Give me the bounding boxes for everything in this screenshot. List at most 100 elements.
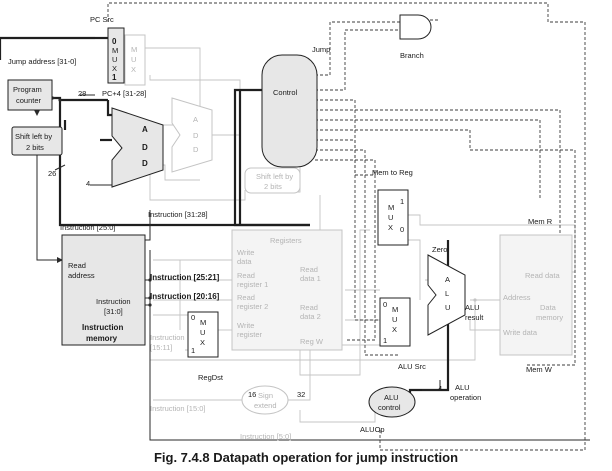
svg-text:Shift left by: Shift left by (256, 172, 293, 181)
svg-text:D: D (193, 145, 199, 154)
svg-text:26: 26 (48, 169, 56, 178)
svg-text:data 2: data 2 (300, 312, 321, 321)
svg-text:D: D (142, 143, 148, 152)
svg-text:U: U (131, 55, 136, 64)
data-memory: Read data Address Data memory Write data (499, 234, 573, 356)
svg-text:ALU: ALU (455, 383, 470, 392)
svg-text:counter: counter (16, 96, 42, 105)
svg-text:Control: Control (273, 88, 298, 97)
svg-text:28: 28 (78, 89, 86, 98)
svg-text:Instruction: Instruction (82, 323, 123, 332)
svg-text:Zero: Zero (432, 245, 447, 254)
svg-text:Read: Read (300, 265, 318, 274)
svg-text:A: A (445, 275, 450, 284)
svg-text:2 bits: 2 bits (264, 182, 282, 191)
svg-text:X: X (200, 338, 205, 347)
svg-text:0: 0 (191, 313, 195, 322)
svg-text:1: 1 (383, 336, 387, 345)
svg-text:M: M (388, 203, 394, 212)
svg-text:register 2: register 2 (237, 302, 268, 311)
svg-text:M: M (392, 305, 398, 314)
svg-text:ALUOp: ALUOp (360, 425, 385, 434)
svg-text:address: address (68, 271, 95, 280)
figure-caption: Fig. 7.4.8 Datapath operation for jump i… (154, 450, 458, 465)
reg-dst-mux: M U X 0 1 (187, 311, 219, 358)
svg-text:A: A (142, 125, 148, 134)
svg-text:Instruction [5:0]: Instruction [5:0] (240, 432, 291, 441)
svg-text:Data: Data (540, 303, 557, 312)
svg-text:register 1: register 1 (237, 280, 268, 289)
svg-text:Instruction: Instruction (96, 297, 131, 306)
svg-text:data 1: data 1 (300, 274, 321, 283)
branch-shift-left: Shift left by 2 bits (244, 167, 301, 194)
svg-text:Write: Write (237, 321, 254, 330)
svg-text:Jump: Jump (312, 45, 330, 54)
svg-text:1: 1 (112, 73, 117, 82)
svg-text:Jump address [31-0]: Jump address [31-0] (8, 57, 76, 66)
svg-text:A: A (193, 115, 198, 124)
svg-text:Program: Program (13, 85, 42, 94)
svg-text:ALU: ALU (465, 303, 480, 312)
svg-text:Registers: Registers (270, 236, 302, 245)
svg-text:data: data (237, 257, 252, 266)
svg-text:32: 32 (297, 390, 305, 399)
svg-text:Mem R: Mem R (528, 217, 553, 226)
svg-text:D: D (193, 131, 199, 140)
svg-text:[31:0]: [31:0] (104, 307, 123, 316)
control-unit: Control (261, 54, 318, 168)
svg-text:Read: Read (237, 293, 255, 302)
svg-text:16: 16 (248, 390, 256, 399)
svg-text:U: U (392, 315, 397, 324)
svg-text:2 bits: 2 bits (26, 143, 44, 152)
program-counter: Program counter (7, 79, 53, 111)
svg-text:U: U (200, 328, 205, 337)
svg-text:0: 0 (112, 37, 117, 46)
svg-text:1: 1 (191, 346, 195, 355)
svg-text:L: L (445, 289, 449, 298)
branch-and-gate (399, 14, 432, 40)
svg-text:control: control (378, 403, 401, 412)
svg-text:Instruction [20:16]: Instruction [20:16] (150, 292, 220, 301)
svg-text:Write: Write (237, 248, 254, 257)
svg-text:Mem to Reg: Mem to Reg (372, 168, 413, 177)
svg-text:0: 0 (400, 225, 404, 234)
svg-text:M: M (112, 46, 118, 55)
svg-text:ALU: ALU (384, 393, 399, 402)
svg-text:X: X (131, 65, 136, 74)
svg-text:Read: Read (237, 271, 255, 280)
pc-source-mux: 0 M U X 1 (107, 27, 125, 84)
svg-text:U: U (445, 303, 450, 312)
svg-text:M: M (200, 318, 206, 327)
svg-text:memory: memory (536, 313, 563, 322)
svg-text:Mem W: Mem W (526, 365, 553, 374)
alu-src-mux: M U X 0 1 (379, 297, 411, 347)
svg-text:Reg W: Reg W (300, 337, 324, 346)
svg-text:1: 1 (400, 197, 404, 206)
svg-text:ALU Src: ALU Src (398, 362, 426, 371)
mem-to-reg-mux: M U X 1 0 (377, 189, 409, 246)
svg-text:Instruction [31:28]: Instruction [31:28] (148, 210, 208, 219)
svg-text:4: 4 (86, 179, 90, 188)
svg-text:[15:11]: [15:11] (150, 343, 172, 352)
svg-text:Shift left by: Shift left by (15, 132, 52, 141)
svg-text:X: X (388, 223, 393, 232)
instruction-memory: Read address Instruction [31:0] Instruct… (61, 234, 146, 346)
svg-text:Instruction [25:21]: Instruction [25:21] (150, 273, 220, 282)
svg-text:Read: Read (300, 303, 318, 312)
svg-text:result: result (465, 313, 484, 322)
svg-text:RegDst: RegDst (198, 373, 224, 382)
branch-adder: A D D (171, 97, 213, 173)
svg-text:operation: operation (450, 393, 481, 402)
svg-text:Branch: Branch (400, 51, 424, 60)
svg-text:Instruction [15:0]: Instruction [15:0] (150, 404, 205, 413)
jump-shift-left: Shift left by 2 bits (11, 126, 63, 156)
svg-text:PC Src: PC Src (90, 15, 114, 24)
svg-text:Read data: Read data (525, 271, 560, 280)
svg-text:memory: memory (86, 334, 118, 343)
svg-text:4: 4 (438, 384, 442, 393)
svg-text:U: U (112, 55, 117, 64)
alu: A L U (427, 254, 466, 336)
signal-labels: PC Src Jump address [31-0] Jump Branch P… (8, 15, 553, 441)
svg-text:0: 0 (383, 300, 387, 309)
